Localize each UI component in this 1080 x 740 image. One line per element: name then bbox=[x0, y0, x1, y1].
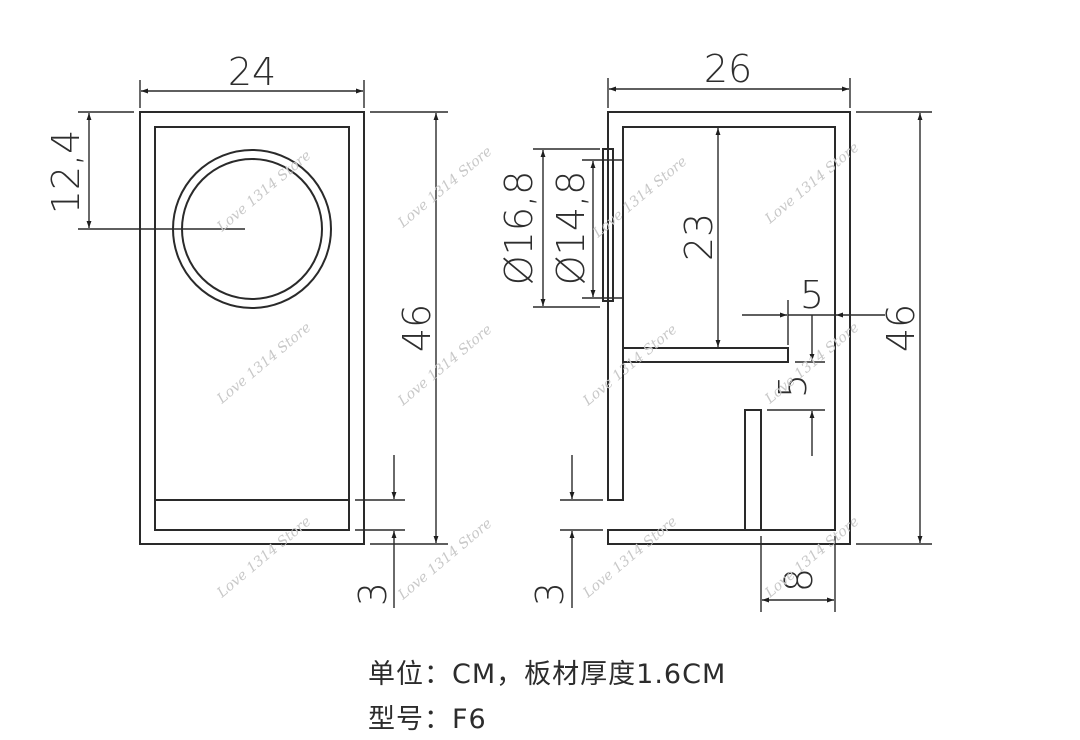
internal-baffle bbox=[744, 409, 762, 531]
front-width-label: 24 bbox=[228, 50, 276, 94]
watermark: Love 1314 Store bbox=[590, 154, 691, 242]
watermark: Love 1314 Store bbox=[762, 140, 863, 228]
front-inner-panel bbox=[154, 126, 350, 531]
watermark: Love 1314 Store bbox=[580, 322, 681, 410]
front-height-label: 46 bbox=[395, 304, 439, 352]
watermark: Love 1314 Store bbox=[214, 514, 315, 602]
side-view: 26 Ø16,8 Ø14,8 23 5 5 46 bbox=[497, 47, 932, 612]
inner-diameter-label: Ø14,8 bbox=[549, 171, 593, 286]
front-view: 24 12,4 46 3 bbox=[44, 50, 448, 608]
model-note: 型号：F6 bbox=[368, 704, 487, 735]
driver-center-label: 12,4 bbox=[44, 130, 88, 215]
port-gap-vertical-label: 5 bbox=[771, 374, 815, 398]
watermark: Love 1314 Store bbox=[395, 144, 496, 232]
side-shell bbox=[607, 111, 851, 545]
side-bottom-gap-label: 3 bbox=[528, 582, 572, 606]
side-depth-label: 26 bbox=[704, 47, 752, 91]
side-height-label: 46 bbox=[879, 304, 923, 352]
watermark: Love 1314 Store bbox=[214, 320, 315, 408]
baffle-offset-label: 8 bbox=[777, 568, 821, 592]
front-outer-panel bbox=[139, 111, 365, 545]
driver-flange bbox=[602, 148, 614, 302]
watermark: Love 1314 Store bbox=[395, 516, 496, 604]
port-gap-horizontal-label: 5 bbox=[800, 273, 824, 317]
chamber-height-label: 23 bbox=[677, 213, 721, 261]
watermark: Love 1314 Store bbox=[580, 514, 681, 602]
internal-shelf bbox=[622, 347, 789, 363]
outer-diameter-label: Ø16,8 bbox=[497, 171, 541, 286]
units-note: 单位：CM，板材厚度1.6CM bbox=[368, 659, 727, 690]
front-bottom-gap-label: 3 bbox=[351, 582, 395, 606]
